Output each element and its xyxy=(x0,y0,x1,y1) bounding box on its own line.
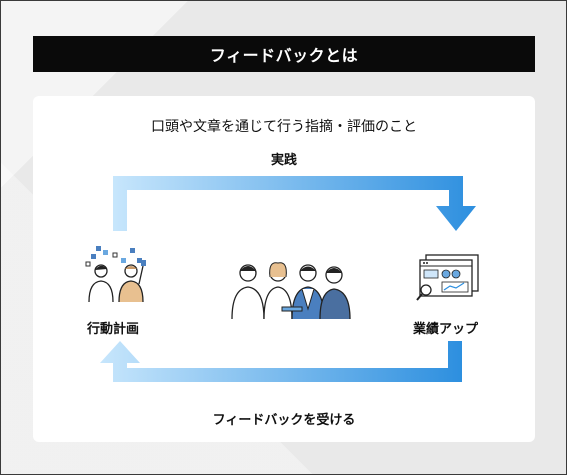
cycle-label-performance-up: 業績アップ xyxy=(413,322,479,337)
cycle-label-practice: 実践 xyxy=(270,153,297,168)
arrow-practice xyxy=(113,176,476,231)
team-meeting-illustration xyxy=(231,262,351,320)
arrow-feedback xyxy=(100,341,462,382)
diagram-card: 口頭や文章を通じて行う指摘・評価のこと xyxy=(33,96,535,442)
page-title: フィードバックとは xyxy=(33,36,535,72)
cycle-label-action-plan: 行動計画 xyxy=(87,322,140,337)
planning-people-illustration xyxy=(85,246,146,303)
dashboard-chart-illustration xyxy=(416,254,479,301)
cycle-arrows xyxy=(100,176,476,382)
cycle-label-receive-feedback: フィードバックを受ける xyxy=(212,413,356,428)
definition-text: 口頭や文章を通じて行う指摘・評価のこと xyxy=(151,119,417,135)
